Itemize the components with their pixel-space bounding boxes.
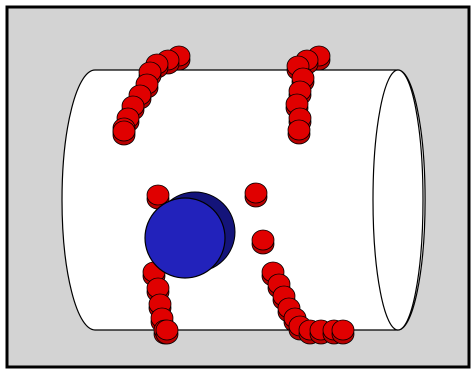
cylinder-body: [61, 69, 426, 331]
red-particles: [112, 45, 355, 345]
blue-sphere: [144, 191, 236, 279]
red-particle: [287, 119, 311, 145]
red-particle: [251, 229, 275, 255]
red-particle: [244, 182, 268, 208]
red-particle: [112, 120, 136, 146]
cylinder: [61, 69, 426, 331]
red-particle: [331, 319, 355, 345]
blue-sphere-layer: [144, 191, 236, 279]
cylinder-end-cap: [372, 69, 424, 331]
red-particle: [155, 319, 179, 345]
